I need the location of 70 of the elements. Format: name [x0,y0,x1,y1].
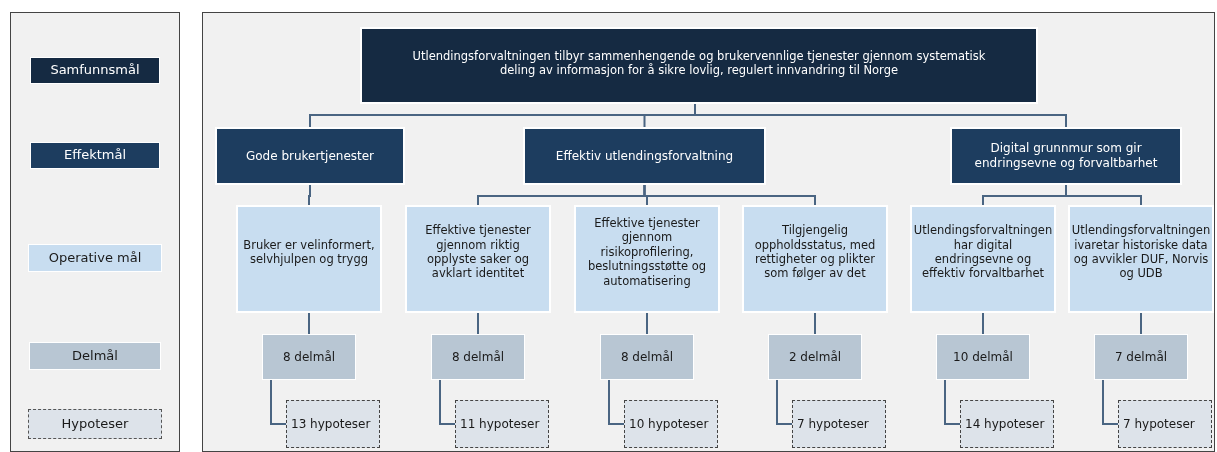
box-text: Samfunnsmål [50,62,140,79]
box-text: Gode brukertjenester [245,148,375,164]
effect-goal-box [950,127,1182,185]
box-text: Effektive tjenester gjennom risikoprofilering, beslutningsstøtte og automatisering [586,216,707,288]
level-label [28,244,162,272]
subgoal-box [936,334,1030,380]
box-text: 8 delmål [282,349,336,365]
box-text: Bruker er velinformert, selvhjulpen og trygg [242,237,376,267]
level-label [28,409,162,439]
level-label [30,142,160,169]
box-text: 14 hypoteser [965,416,1045,432]
box-text: Digital grunnmur som gir endringsevne og forvaltbarhet [973,141,1159,171]
operative-goal-box [574,205,720,313]
connector-line [814,312,816,335]
level-label [30,57,160,84]
level-label [29,342,161,370]
box-text: Utlendingsforvaltningen har digital endringsevne og effektiv forvaltbarhet [913,223,1053,281]
box-text: 7 hypoteser [797,416,869,432]
hypothesis-box [792,400,886,448]
subgoal-box [768,334,862,380]
connector-line [1102,379,1119,425]
operative-goal-box [742,205,888,313]
operative-goal-box [1068,205,1214,313]
effect-goal-box [215,127,405,185]
panel-background [202,12,1215,452]
connector-line [776,379,793,425]
subgoal-box [431,334,525,380]
box-text: Delmål [72,347,118,365]
goal-box [360,27,1038,104]
panel-background [10,12,180,452]
operative-goal-box [236,205,382,313]
box-text: 7 hypoteser [1123,416,1195,432]
connector-line [270,379,287,425]
subgoal-box [1094,334,1188,380]
box-text: 13 hypoteser [291,416,371,432]
connector-line [439,379,456,425]
subgoal-box [262,334,356,380]
box-text: Tilgjengelig oppholdsstatus, med rettigheter og plikter som følger av det [753,223,877,281]
hypothesis-box [286,400,380,448]
hypothesis-box [624,400,718,448]
box-text: Hypoteser [61,415,129,433]
connector-line [643,184,816,206]
box-text: Effektiv utlendingsforvaltning [555,148,734,164]
connector-line [308,184,311,206]
hypothesis-box [1118,400,1212,448]
connector-line [477,312,479,335]
hypothesis-box [455,400,549,448]
connector-line [944,379,961,425]
box-text: Operative mål [48,249,142,267]
effect-goal-box [523,127,766,185]
box-text: 10 hypoteser [629,416,709,432]
operative-goal-box [910,205,1056,313]
box-text: 10 delmål [953,349,1013,365]
connector-line [646,312,648,335]
connector-line [982,312,984,335]
box-text: Effektmål [63,147,126,164]
box-text: 11 hypoteser [460,416,540,432]
box-text: Effektive tjenester gjennom riktig opplyste saker og avklart identitet [424,223,532,281]
box-text: 2 delmål [788,349,842,365]
box-text: 7 delmål [1114,349,1168,365]
connector-line [1140,312,1142,335]
box-text: Utlendingsforvaltningen ivaretar historiske data og avvikler DUF, Norvis og UDB [1071,223,1211,281]
box-text: 8 delmål [620,349,674,365]
box-text: Utlendingsforvaltningen tilbyr sammenhengende og brukervennlige tjenester gjennom systematisk deling av informasjon for å sikre lovlig, regulert innvandring til Norge [412,49,986,78]
subgoal-box [600,334,694,380]
connector-line [608,379,625,425]
box-text: 8 delmål [451,349,505,365]
connector-line [308,312,310,335]
hypothesis-box [960,400,1054,448]
operative-goal-box [405,205,551,313]
